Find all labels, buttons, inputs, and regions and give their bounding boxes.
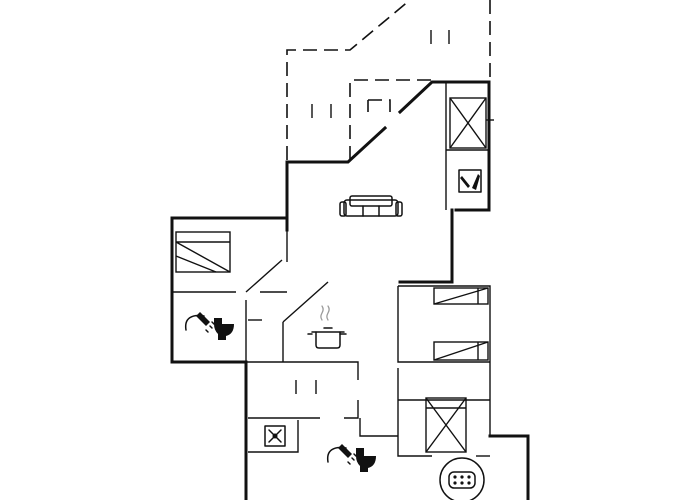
walls <box>170 80 530 500</box>
toilet-icon <box>356 448 376 472</box>
whirlpool-icon <box>439 457 485 500</box>
toilet-icon <box>214 318 234 340</box>
double-bed-icon <box>425 397 467 453</box>
sauna-icon <box>458 169 482 193</box>
sofa-icon <box>339 195 403 217</box>
shower-icon <box>326 444 357 465</box>
terrace-outline <box>286 0 491 160</box>
bunk-bed-icon <box>433 287 489 361</box>
shower-icon <box>184 312 215 333</box>
single-bed-icon <box>449 97 494 149</box>
cooking-pot-icon <box>307 305 347 349</box>
washing-machine-icon <box>264 425 286 447</box>
single-bed-icon <box>175 231 231 273</box>
